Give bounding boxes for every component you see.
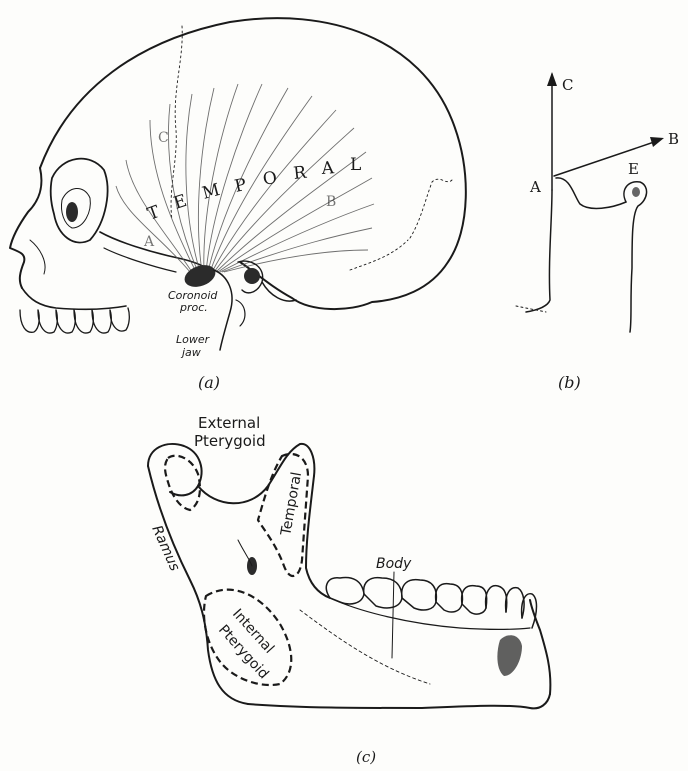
- temporal-letter-1: T: [145, 202, 163, 225]
- upper-teeth: [20, 308, 129, 333]
- mandible-illustration: [148, 444, 550, 709]
- point-a-label: A: [529, 178, 541, 196]
- muscle-point-c: C: [158, 130, 169, 146]
- lower-teeth: [326, 578, 536, 628]
- muscle-point-b: B: [326, 194, 336, 210]
- point-c-label: C: [562, 76, 573, 94]
- lower-jaw-label: Lower: [176, 333, 211, 346]
- external-pterygoid-label: External: [198, 414, 260, 432]
- temporal-letter-8: L: [350, 155, 361, 175]
- muscle-point-a: A: [143, 234, 155, 250]
- panel-label-b: (b): [558, 373, 581, 392]
- coronoid-label-2: proc.: [179, 301, 208, 314]
- body-label: Body: [376, 556, 412, 572]
- internal-pterygoid-area: [204, 590, 291, 685]
- temporal-letter-3: M: [200, 180, 222, 204]
- temporal-label: Temporal: [278, 471, 305, 538]
- temporal-letter-6: R: [292, 163, 308, 184]
- temporal-letter-7: A: [320, 158, 335, 179]
- point-b-label: B: [668, 130, 679, 148]
- lever-schematic: [516, 72, 664, 332]
- external-pterygoid-label-2: Pterygoid: [194, 432, 266, 450]
- temporal-muscle-fibers: [116, 84, 374, 272]
- panel-label-a: (a): [198, 373, 220, 392]
- temporal-letters: T E M P O R A L: [145, 155, 361, 225]
- temporal-letter-5: O: [261, 168, 278, 190]
- ramus-label: Ramus: [148, 523, 182, 573]
- panel-label-c: (c): [356, 748, 376, 766]
- external-pterygoid-area: [165, 456, 200, 510]
- lower-jaw-label-2: jaw: [180, 346, 201, 359]
- temporal-letter-4: P: [233, 175, 248, 197]
- point-e-label: E: [628, 160, 639, 178]
